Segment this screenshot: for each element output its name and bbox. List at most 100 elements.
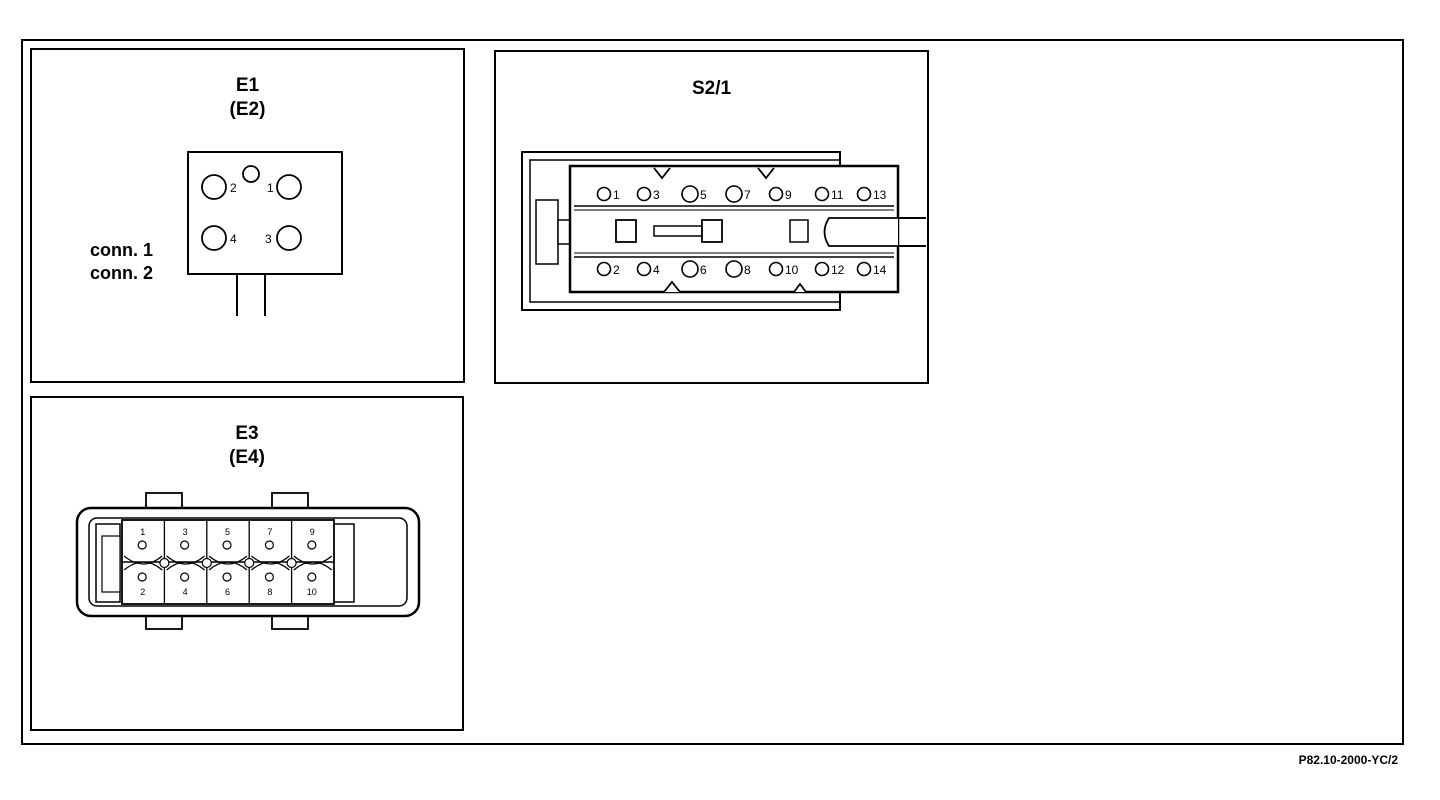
e1-pin-2	[201, 174, 227, 200]
e3-pin	[222, 540, 232, 550]
s21-cable-entry	[823, 217, 898, 247]
e3-aux-hole	[244, 557, 255, 569]
s21-pin	[681, 185, 699, 203]
s21-pin-label: 13	[873, 188, 887, 202]
conn-1-label: conn. 1	[90, 240, 154, 260]
s21-square	[615, 219, 637, 243]
panel-e1: E1 (E2) conn. 1 conn. 2 2 1 4 3	[30, 48, 465, 383]
panel-e1-subtitle: (E2)	[229, 99, 266, 120]
e1-center-hole	[242, 165, 260, 183]
e1-pin-label: 3	[265, 232, 272, 246]
e3-cell-outline	[208, 561, 248, 571]
s21-pin	[725, 185, 743, 203]
e3-right-key	[331, 523, 355, 603]
e3-pin-label: 5	[225, 527, 230, 537]
diagram-frame	[21, 39, 1404, 745]
e3-aux-hole	[201, 557, 212, 569]
s21-pin	[814, 261, 830, 277]
e3-lock-tab	[145, 492, 183, 510]
panel-e3-subtitle: (E4)	[229, 447, 265, 468]
s21-pin-label: 11	[831, 188, 844, 202]
e3-pin	[307, 572, 317, 582]
s21-pin-label: 14	[873, 263, 887, 277]
s21-pin-label: 12	[831, 263, 845, 277]
panel-e3: E3 (E4) 1 3 5 7 9 2 4 6 8 10	[30, 396, 464, 731]
e3-pin	[180, 540, 190, 550]
s21-pin	[596, 261, 612, 277]
e3-pin-label: 8	[267, 587, 272, 597]
e1-pin-1	[276, 174, 302, 200]
s21-pin	[636, 186, 652, 202]
panel-e3-title: E3	[235, 423, 259, 444]
e1-pin-label: 2	[230, 181, 237, 195]
e3-pin-label: 6	[225, 587, 230, 597]
s21-notch	[793, 282, 807, 293]
s21-pin	[856, 186, 872, 202]
e3-pin-label: 2	[140, 587, 145, 597]
e3-pin-label: 7	[267, 527, 272, 537]
e3-cell-outline	[123, 555, 163, 565]
s21-pin	[768, 186, 784, 202]
s21-pin	[814, 186, 830, 202]
e3-pin-label: 4	[183, 587, 188, 597]
s21-pin-label: 3	[653, 188, 660, 202]
e3-cell-outline	[123, 561, 163, 571]
e3-cell-outline	[208, 555, 248, 565]
e3-pin	[307, 540, 317, 550]
s21-pin	[856, 261, 872, 277]
s21-pin-label: 1	[613, 188, 620, 202]
e1-connector-body	[187, 151, 343, 275]
s21-pin-label: 9	[785, 188, 792, 202]
s21-pin-label: 7	[744, 188, 751, 202]
e1-pin-label: 1	[267, 181, 274, 195]
e3-cell-outline	[251, 561, 290, 571]
s21-slider	[653, 225, 703, 237]
e3-left-key-inner	[101, 535, 121, 593]
e3-pin	[264, 540, 274, 550]
e3-aux-hole	[286, 557, 297, 569]
e3-housing-inner	[88, 517, 408, 607]
e3-pin	[222, 572, 232, 582]
s21-pin	[725, 260, 743, 278]
e3-pin-label: 10	[307, 587, 317, 597]
e1-pin-label: 4	[230, 232, 237, 246]
panel-e1-title: E1	[235, 75, 260, 96]
e3-connector-drawing: 1 3 5 7 9 2 4 6 8 10	[75, 492, 421, 630]
s21-pin	[636, 261, 652, 277]
s21-pin-label: 8	[744, 263, 751, 277]
s21-notch	[663, 280, 681, 293]
e1-pin-4	[201, 225, 227, 251]
conn-2-label: conn. 2	[90, 263, 154, 283]
e1-pin-3	[276, 225, 302, 251]
s21-square	[789, 219, 809, 243]
e3-cell-outline	[166, 555, 205, 565]
panel-s2-1-title: S2/1	[691, 78, 732, 99]
e3-cell-outline	[293, 555, 333, 565]
e3-lock-tab	[271, 492, 309, 510]
s21-pin	[596, 186, 612, 202]
e3-pin-label: 3	[183, 527, 188, 537]
e3-pin	[264, 572, 274, 582]
e3-cell-outline	[166, 561, 205, 571]
e3-cell-outline	[293, 561, 333, 571]
s21-notch	[757, 167, 775, 180]
s21-pin-label: 2	[613, 263, 620, 277]
e3-pin	[180, 572, 190, 582]
s21-pin-label: 5	[700, 188, 707, 202]
s21-pin-label: 6	[700, 263, 707, 277]
e3-pin	[137, 572, 147, 582]
s21-notch	[653, 167, 671, 180]
e3-pin-label: 9	[310, 527, 315, 537]
drawing-reference: P82.10-2000-YC/2	[1298, 753, 1398, 767]
s21-pin	[681, 260, 699, 278]
s21-pin	[768, 261, 784, 277]
s21-square	[701, 219, 723, 243]
e3-cell-outline	[251, 555, 290, 565]
e3-pin-label: 1	[140, 527, 145, 537]
s21-left-latch	[535, 199, 559, 265]
s21-pin-label: 10	[785, 263, 799, 277]
e1-connector-drawing: 2 1 4 3	[187, 151, 343, 316]
e3-pin	[137, 540, 147, 550]
